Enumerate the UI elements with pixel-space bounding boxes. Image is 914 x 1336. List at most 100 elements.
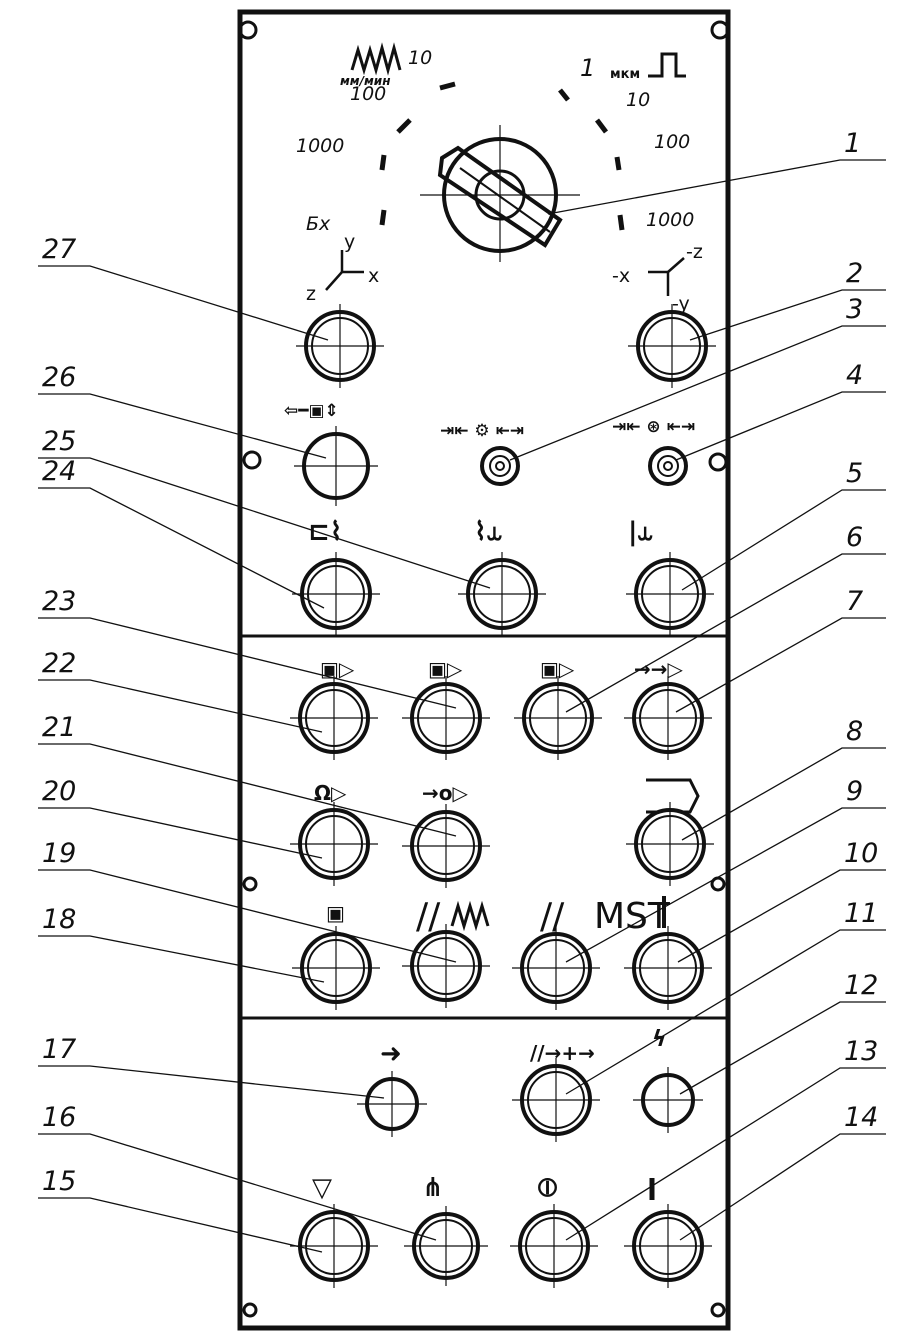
button-26[interactable]	[294, 426, 378, 506]
callout-3: 3	[509, 294, 886, 461]
button-19[interactable]	[402, 924, 490, 1008]
callout-number: 23	[42, 586, 76, 617]
callout-27: 27	[38, 234, 329, 341]
svg-text:z: z	[306, 283, 316, 305]
button-9[interactable]	[512, 926, 600, 1010]
button-6[interactable]	[514, 676, 602, 760]
mount-screw	[710, 20, 730, 40]
rotary-selector[interactable]	[420, 125, 580, 262]
button-18[interactable]	[292, 926, 380, 1010]
button-22[interactable]	[290, 676, 378, 760]
callout-17: 17	[38, 1034, 385, 1099]
callout-22: 22	[38, 648, 323, 733]
coolant-off-icon: ⊏⌇	[308, 517, 342, 547]
feed-wave-icon	[350, 42, 402, 76]
coolant-mist-icon: |⥿	[628, 517, 652, 547]
button-8[interactable]	[626, 802, 714, 886]
callouts-group: 1234567891011121314151617181920212223242…	[38, 128, 886, 1253]
callout-leader-line	[38, 743, 457, 837]
button-23[interactable]	[402, 676, 490, 760]
button-21[interactable]	[402, 804, 490, 888]
callout-21: 21	[38, 712, 457, 837]
callout-18: 18	[38, 904, 325, 983]
skip-block-icon: ▣	[326, 901, 345, 925]
feed-jog-icon: //→+→	[530, 1041, 595, 1065]
mount-screw	[242, 1302, 258, 1318]
mst-label: MST	[594, 896, 671, 937]
dial-labels: мм/мин 10 100 1000 Бх 1 мкм 10 100 1000	[296, 42, 694, 235]
callout-number: 27	[42, 234, 76, 265]
callout-leader-line	[675, 391, 886, 461]
svg-text:-z: -z	[686, 241, 703, 263]
button-15[interactable]	[290, 1204, 378, 1288]
callout-number: 6	[846, 522, 863, 553]
callout-14: 14	[679, 1102, 886, 1241]
callout-leader-line	[565, 929, 886, 1095]
callout-25: 25	[38, 426, 491, 589]
callout-number: 26	[42, 362, 76, 393]
mount-screw	[242, 876, 258, 892]
callout-leader-line	[38, 457, 491, 589]
callout-number: 21	[42, 712, 76, 743]
button-4-rim[interactable]	[648, 446, 688, 486]
axes-symbol-right: -x -y -z	[612, 241, 703, 315]
callout-20: 20	[38, 776, 323, 859]
button-16[interactable]	[404, 1206, 488, 1286]
mode-return-icon: Ω▷	[314, 781, 347, 805]
callout-16: 16	[38, 1102, 437, 1241]
callout-leader-line	[675, 617, 886, 713]
feed-unit-label: мм/мин	[340, 74, 391, 88]
callout-5: 5	[681, 458, 886, 591]
button-7[interactable]	[624, 676, 712, 760]
button-25[interactable]	[458, 552, 546, 636]
button-12[interactable]	[633, 1067, 703, 1133]
callout-leader-line	[679, 1001, 886, 1095]
button-5[interactable]	[626, 552, 714, 636]
mst-double-slash: //	[540, 896, 565, 937]
button-11[interactable]	[512, 1058, 600, 1142]
spindle-clamp-icon: ⇥⇤ ⚙ ⇤⇥	[440, 421, 524, 441]
button-13[interactable]	[510, 1204, 598, 1288]
mode-single-block-icon: ▣▷	[320, 657, 355, 681]
button-3-rim[interactable]	[480, 446, 520, 486]
mount-screw	[710, 1302, 726, 1318]
panel-frame	[237, 9, 731, 1331]
callout-number: 8	[846, 716, 863, 747]
callout-23: 23	[38, 586, 457, 709]
button-27[interactable]	[296, 304, 384, 388]
mount-screw	[242, 450, 262, 470]
callout-number: 24	[42, 456, 76, 487]
button-10[interactable]	[624, 926, 712, 1010]
pause-circle-icon: ⦶	[538, 1173, 557, 1203]
button-3-face[interactable]	[489, 455, 511, 477]
button-14[interactable]	[624, 1204, 712, 1288]
button-symbols: ⇦━▣⇕ ⇥⇤ ⚙ ⇤⇥ ⇥⇤ ⊛ ⇤⇥ ⊏⌇ ⌇⥿ |⥿ ▣▷ ▣▷ ▣▷ →…	[284, 401, 700, 1203]
callout-number: 16	[42, 1102, 76, 1133]
button-2[interactable]	[628, 304, 716, 388]
mount-screw	[708, 452, 728, 472]
callout-number: 18	[42, 904, 76, 935]
button-20[interactable]	[290, 802, 378, 886]
callout-7: 7	[675, 586, 886, 713]
dial-label-100-right: 100	[654, 131, 690, 153]
button-center-dot	[495, 461, 505, 471]
button-center-dot	[663, 461, 673, 471]
dial-label-10-left: 10	[408, 47, 432, 69]
callout-number: 1	[844, 128, 861, 159]
callout-leader-line	[677, 869, 886, 963]
callout-leader-line	[509, 325, 886, 461]
button-3[interactable]	[480, 446, 520, 486]
mount-screw	[710, 876, 726, 892]
svg-text:-y: -y	[672, 293, 690, 315]
button-24[interactable]	[292, 552, 380, 636]
callout-8: 8	[681, 716, 886, 841]
callout-24: 24	[38, 456, 325, 609]
button-4-face[interactable]	[657, 455, 679, 477]
button-4[interactable]	[648, 446, 688, 486]
callout-number: 17	[42, 1034, 76, 1065]
svg-text:-x: -x	[612, 265, 630, 287]
callout-19: 19	[38, 838, 457, 963]
callout-number: 25	[42, 426, 76, 457]
dial-label-1000-right: 1000	[646, 209, 694, 231]
button-17[interactable]	[357, 1071, 427, 1137]
